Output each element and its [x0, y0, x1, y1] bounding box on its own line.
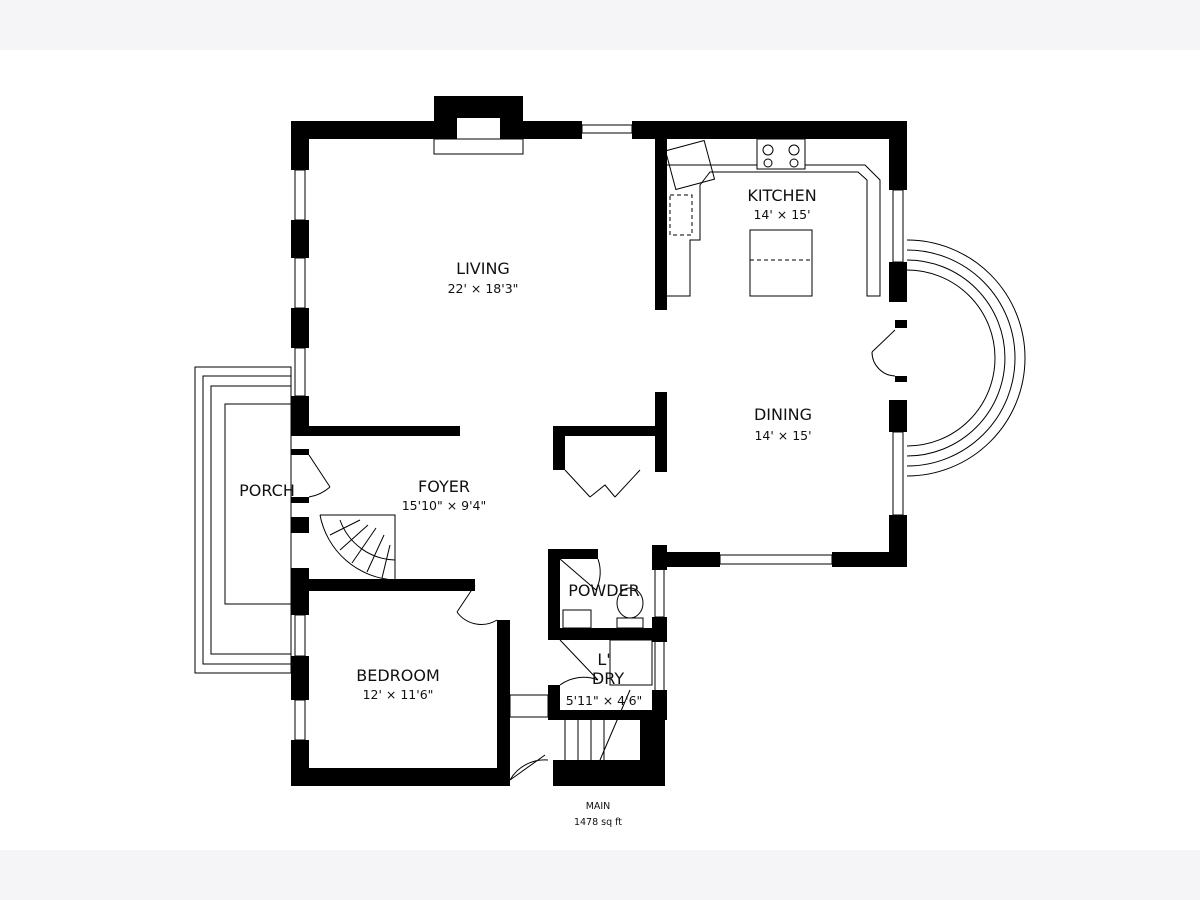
room-dimensions: 14' × 15'	[753, 207, 810, 222]
room-name: LIVING	[456, 259, 510, 278]
room-name-line1: L'	[597, 650, 610, 669]
room-dimensions: 5'11" × 4'6"	[566, 693, 643, 708]
room-name: KITCHEN	[747, 186, 816, 205]
room-name: PORCH	[239, 481, 295, 500]
room-dimensions: 15'10" × 9'4"	[402, 498, 487, 513]
bottom-band	[0, 850, 1200, 900]
room-kitchen: KITCHEN 14' × 15'	[747, 186, 816, 222]
room-name: BEDROOM	[356, 666, 440, 685]
room-porch: PORCH	[239, 481, 295, 500]
room-dimensions: 14' × 15'	[754, 428, 811, 443]
stairs	[319, 514, 631, 761]
kitchen-fixtures	[433, 138, 881, 297]
room-name-line2: DRY	[592, 669, 624, 688]
area-label: 1478 sq ft	[574, 817, 622, 828]
room-name: FOYER	[418, 477, 470, 496]
bay-window	[906, 239, 1026, 477]
level-label: MAIN	[586, 801, 611, 812]
room-laundry: L' DRY 5'11" × 4'6"	[566, 650, 643, 708]
room-powder: POWDER	[568, 581, 640, 600]
room-foyer: FOYER 15'10" × 9'4"	[402, 477, 487, 513]
room-dimensions: 12' × 11'6"	[363, 687, 434, 702]
powder-fixtures	[562, 587, 653, 686]
doors	[308, 329, 896, 781]
room-name: POWDER	[568, 581, 640, 600]
room-name: DINING	[754, 405, 812, 424]
room-living: LIVING 22' × 18'3"	[448, 259, 519, 296]
room-dimensions: 22' × 18'3"	[448, 281, 519, 296]
porch-outline	[194, 366, 292, 674]
room-dining: DINING 14' × 15'	[754, 405, 812, 443]
top-band	[0, 0, 1200, 50]
room-bedroom: BEDROOM 12' × 11'6"	[356, 666, 440, 702]
walls	[291, 96, 907, 786]
